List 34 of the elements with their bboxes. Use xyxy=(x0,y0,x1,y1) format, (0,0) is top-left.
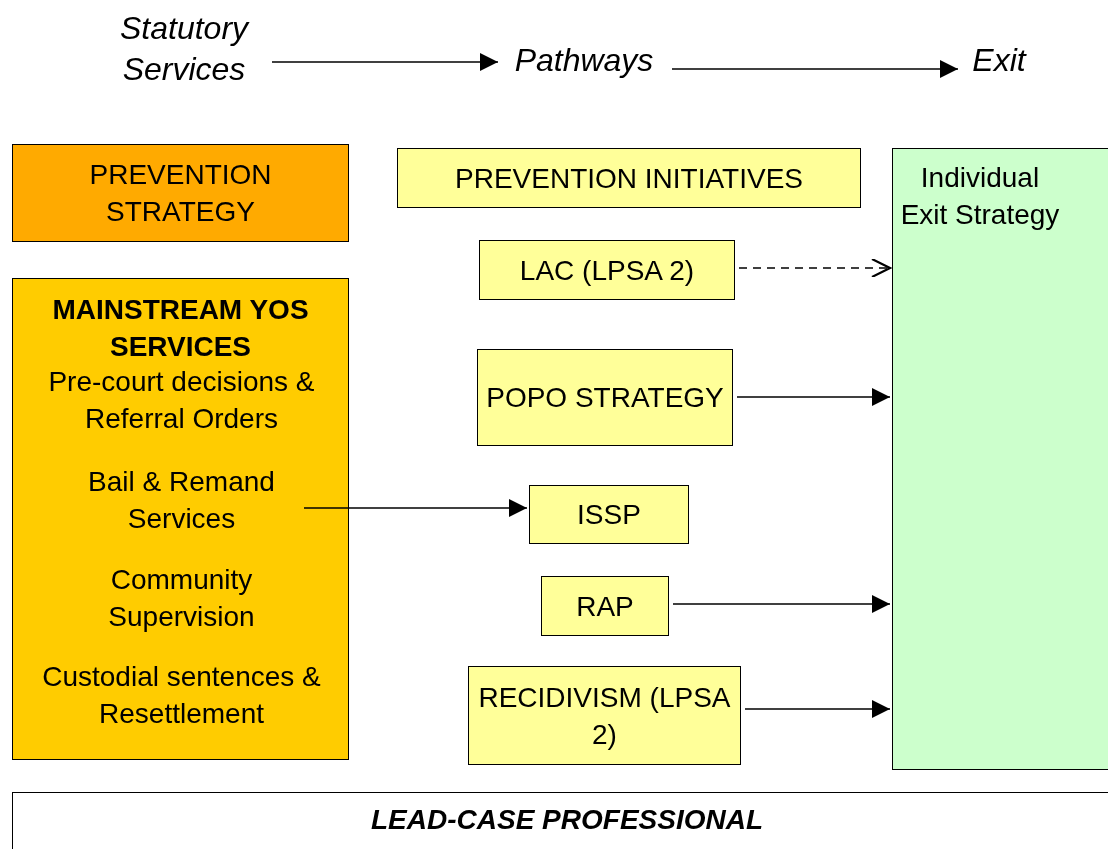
process-box xyxy=(479,240,735,300)
process-box xyxy=(529,485,689,544)
box-label: LAC (LPSA 2) xyxy=(519,253,695,288)
arrow xyxy=(303,499,528,517)
process-box xyxy=(892,148,1108,770)
box-label: Individual Exit Strategy xyxy=(899,161,1061,232)
box-label: RAP xyxy=(576,589,634,624)
arrow xyxy=(671,60,959,78)
process-box xyxy=(541,576,669,636)
box-label: MAINSTREAM YOS SERVICES xyxy=(51,293,310,364)
box-label: PREVENTION STRATEGY xyxy=(88,158,273,229)
process-box xyxy=(12,144,349,242)
box-label: RECIDIVISM (LPSA 2) xyxy=(477,680,732,752)
process-box xyxy=(468,666,741,765)
box-label: ISSP xyxy=(577,498,641,532)
stage-heading: Statutory Services xyxy=(100,8,268,90)
arrow xyxy=(744,700,891,718)
arrow xyxy=(271,53,499,71)
service-text: Community Supervision xyxy=(63,561,300,635)
process-box xyxy=(477,349,733,446)
arrow xyxy=(738,257,892,279)
arrow xyxy=(672,595,891,613)
stage-heading: Pathways xyxy=(500,40,668,80)
service-text: Custodial sentences & Resettlement xyxy=(23,658,340,732)
process-box xyxy=(397,148,861,208)
process-box xyxy=(12,278,349,760)
stage-heading: Exit xyxy=(960,40,1038,80)
arrow xyxy=(736,388,891,406)
box-label: PREVENTION INITIATIVES xyxy=(455,161,803,196)
service-text: Pre-court decisions & Referral Orders xyxy=(23,363,340,437)
box-label: POPO STRATEGY xyxy=(486,381,724,415)
service-text: Bail & Remand Services xyxy=(63,463,300,537)
box-label: LEAD-CASE PROFESSIONAL xyxy=(371,803,763,837)
process-box xyxy=(12,792,1108,849)
